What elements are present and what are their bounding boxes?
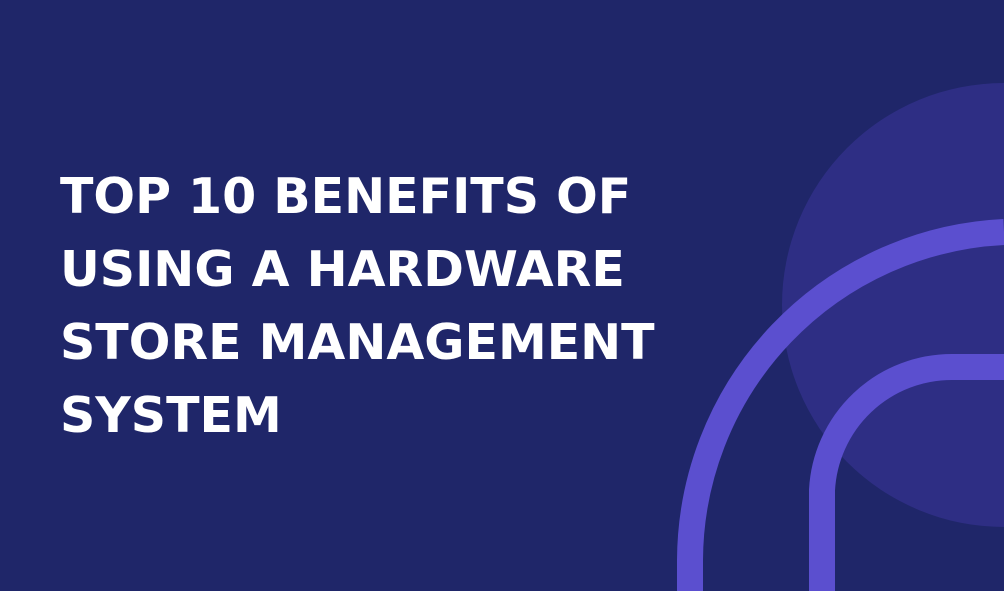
- headline-line: SYSTEM: [60, 387, 282, 444]
- headline: TOP 10 BENEFITS OF USING A HARDWARE STOR…: [60, 160, 680, 452]
- headline-line: STORE MANAGEMENT: [60, 314, 655, 371]
- headline-line: USING A HARDWARE: [60, 241, 625, 298]
- decorative-arc-outer: [677, 219, 1004, 591]
- decorative-arc-inner: [809, 353, 1004, 591]
- headline-line: TOP 10 BENEFITS OF: [60, 168, 632, 225]
